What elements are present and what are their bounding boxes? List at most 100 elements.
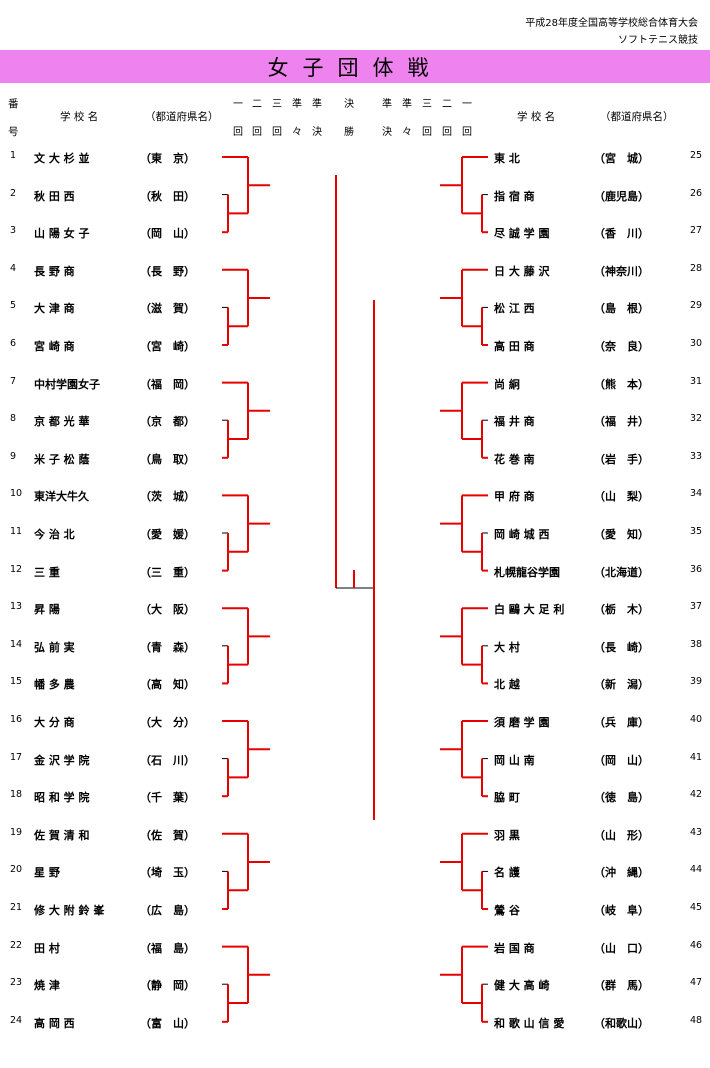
team-name: 東洋大牛久 — [34, 490, 89, 504]
team-name: 岡 山 南 — [494, 753, 535, 767]
number-header: 番 — [8, 98, 19, 110]
team-number: 35 — [690, 526, 703, 537]
team-prefecture: （京 都） — [140, 415, 195, 429]
team-number: 37 — [690, 601, 703, 613]
team-name: 文 大 杉 並 — [34, 152, 90, 165]
team-number: 44 — [690, 864, 703, 876]
team-name: 東 北 — [494, 152, 520, 165]
team-name: 高 岡 西 — [34, 1016, 75, 1030]
team-number: 29 — [690, 300, 703, 312]
team-name: 岡 崎 城 西 — [494, 528, 550, 541]
team-prefecture: （鹿児島） — [594, 189, 649, 203]
team-prefecture: （岐 阜） — [594, 904, 649, 917]
round-header-left: 一 — [233, 99, 243, 110]
team-name: 田 村 — [34, 941, 60, 955]
team-number: 27 — [690, 225, 703, 237]
round-header-right: 二 — [442, 99, 452, 110]
team-name: 日 大 藤 沢 — [494, 264, 550, 278]
team-name: 高 田 商 — [494, 340, 535, 353]
round-header-left: 々 — [292, 127, 302, 138]
team-number: 31 — [690, 375, 703, 387]
team-prefecture: （新 潟） — [594, 678, 649, 692]
team-prefecture: （宮 城） — [594, 152, 649, 165]
team-prefecture: （岩 手） — [594, 452, 649, 466]
team-name: 焼 津 — [34, 979, 60, 993]
round-header-left: 二 — [252, 99, 262, 110]
team-name: 大 津 商 — [34, 302, 75, 316]
team-number: 5 — [10, 300, 17, 312]
team-number: 2 — [10, 187, 17, 199]
title-band — [0, 50, 710, 83]
team-number: 30 — [690, 338, 703, 349]
team-name: 星 野 — [34, 866, 60, 880]
team-name: 昭 和 学 院 — [34, 791, 90, 805]
team-number: 45 — [690, 902, 703, 913]
team-name: 大 村 — [494, 640, 520, 654]
team-number: 9 — [10, 450, 17, 462]
round-header-right: 回 — [442, 127, 452, 138]
team-prefecture: （熊 本） — [594, 377, 649, 391]
team-name: 昇 陽 — [34, 603, 60, 617]
team-prefecture: （佐 賀） — [140, 828, 195, 842]
team-prefecture: （福 島） — [140, 941, 195, 955]
team-name: 健 大 高 崎 — [494, 979, 550, 993]
team-number: 7 — [10, 375, 17, 387]
team-number: 16 — [10, 714, 23, 725]
team-prefecture: （北海道） — [594, 565, 649, 579]
team-number: 23 — [10, 977, 23, 989]
round-header-right: 準 — [382, 99, 392, 110]
team-number: 6 — [10, 338, 17, 349]
team-number: 24 — [10, 1014, 23, 1026]
team-number: 19 — [10, 826, 23, 838]
team-number: 4 — [10, 262, 17, 274]
round-header-left: 決 — [312, 127, 322, 138]
team-name: 大 分 商 — [34, 716, 75, 729]
final-header: 決 — [344, 99, 354, 110]
round-header-right: 準 — [402, 99, 412, 110]
team-prefecture: （群 馬） — [594, 979, 649, 993]
round-header-left: 回 — [272, 127, 282, 138]
team-prefecture: （埼 玉） — [140, 866, 195, 880]
team-name: 指 宿 商 — [494, 189, 535, 203]
round-header-right: 決 — [382, 127, 392, 138]
team-prefecture: （滋 賀） — [140, 302, 195, 316]
team-prefecture: （三 重） — [140, 565, 195, 579]
team-prefecture: （大 分） — [140, 716, 195, 729]
team-prefecture: （山 梨） — [594, 490, 649, 504]
event-name: ソフトテニス競技 — [618, 35, 698, 46]
round-header-right: 回 — [462, 127, 472, 138]
team-number: 21 — [10, 902, 23, 913]
team-name: 尚 絅 — [494, 377, 520, 391]
team-number: 36 — [690, 563, 703, 575]
team-prefecture: （香 川） — [594, 227, 649, 241]
team-prefecture: （長 崎） — [594, 640, 649, 654]
team-number: 12 — [10, 563, 23, 575]
team-name: 尽 誠 学 園 — [494, 227, 550, 241]
team-number: 8 — [10, 413, 17, 425]
team-name: 金 沢 学 院 — [34, 753, 90, 767]
team-prefecture: （奈 良） — [594, 340, 649, 353]
team-name: 須 磨 学 園 — [494, 716, 550, 729]
team-prefecture: （栃 木） — [594, 603, 649, 617]
team-name: 佐 賀 清 和 — [34, 828, 90, 842]
team-number: 3 — [10, 225, 17, 237]
team-prefecture: （大 阪） — [140, 603, 195, 617]
team-number: 40 — [690, 714, 703, 725]
team-prefecture: （岡 山） — [140, 227, 195, 241]
round-header-left: 回 — [233, 127, 243, 138]
team-number: 10 — [10, 488, 23, 500]
team-name: 福 井 商 — [494, 415, 535, 429]
round-header-left: 回 — [252, 127, 262, 138]
team-prefecture: （高 知） — [140, 678, 195, 692]
team-name: 北 越 — [494, 678, 520, 692]
team-number: 47 — [690, 977, 703, 989]
round-header-right: 一 — [462, 99, 472, 110]
school-header-right: 学 校 名 — [517, 111, 556, 123]
prefecture-header-left: （都道府県名） — [145, 111, 219, 123]
team-prefecture: （青 森） — [140, 640, 195, 654]
team-name: 三 重 — [34, 565, 60, 579]
team-prefecture: （愛 知） — [594, 528, 649, 541]
team-prefecture: （徳 島） — [594, 791, 649, 805]
team-number: 39 — [690, 676, 703, 688]
